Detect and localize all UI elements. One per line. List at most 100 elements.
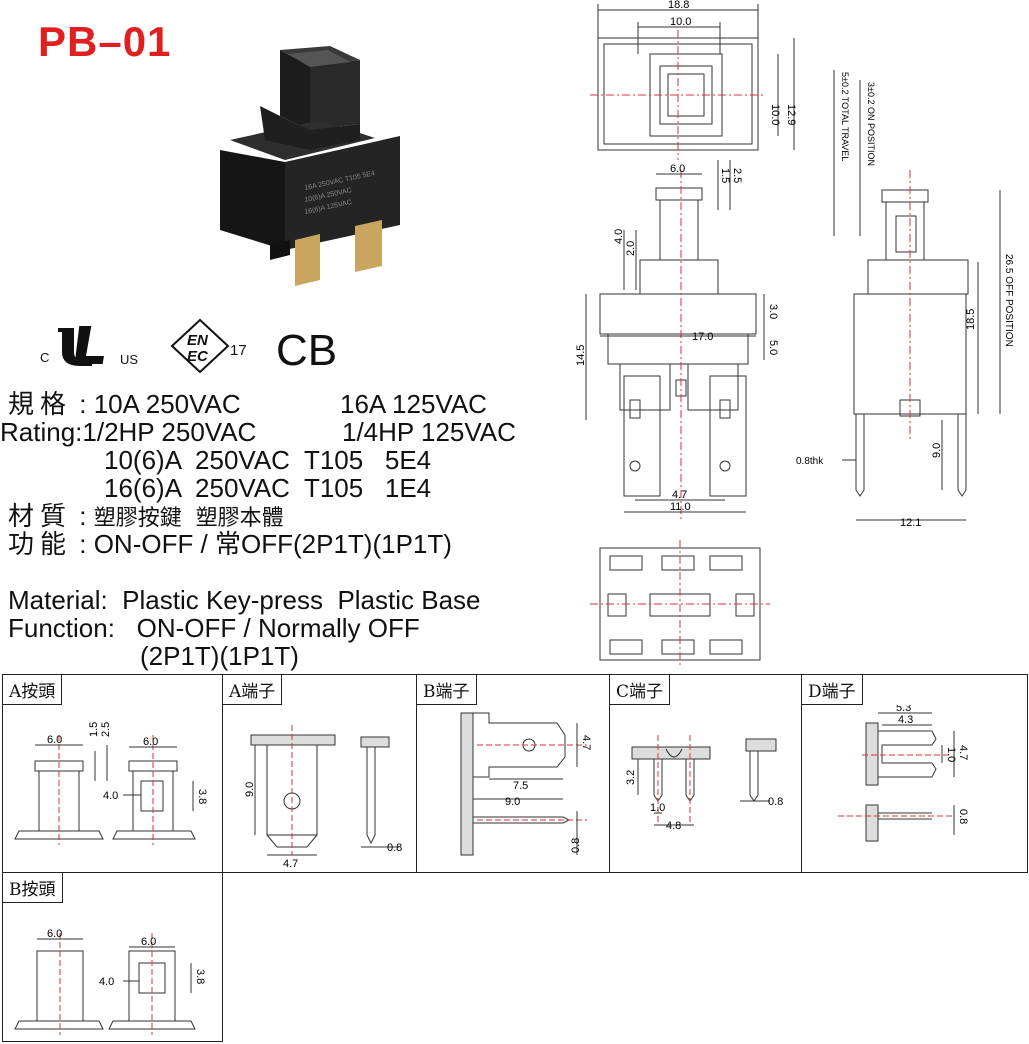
dim-4-0: 4.0 [613,229,625,244]
enec-mark: EN EC 17 [170,318,260,374]
c-terminal-dim-3-2: 3.2 [625,770,637,785]
dim-2-5: 2.5 [731,168,743,183]
cb-mark: CB [276,326,338,375]
function-cn-label: 功能 [8,530,73,560]
rating-en-label: Rating: [0,417,83,447]
rating-row-2: Rating:1/2HP 250VAC [0,418,256,446]
rating-16a: 16A 125VAC [340,389,487,419]
dim-9-0: 9.0 [931,443,943,458]
a-button-dim-2-5: 2.5 [100,722,112,737]
function-cn-row: 功能 : ON-OFF / 常OFF(2P1T)(1P1T) [8,529,452,560]
rating-half-hp: 1/2HP 250VAC [82,417,257,447]
a-terminal-dim-4-7: 4.7 [283,858,298,870]
panel-b-button-label: B按頭 [3,873,63,903]
svg-text:EC: EC [187,348,209,365]
c-terminal-dim-4-8: 4.8 [666,820,681,832]
c-terminal-dim-0-8: 0.8 [768,796,783,808]
dim-6-0: 6.0 [670,163,685,175]
rating-10a: 10A 250VAC [93,389,241,419]
b-terminal-dim-9-0: 9.0 [505,796,520,808]
panel-a-button: A按頭 6.0 1.5 2.5 6.0 4.0 3.8 [2,674,223,873]
enec-number: 17 [230,342,247,359]
ul-logo-icon [58,326,105,366]
a-terminal-dim-9-0: 9.0 [244,782,256,797]
rating-cn-label: 規格 [8,390,73,420]
b-button-dim-6-b: 6.0 [141,936,156,948]
function-cn-value: ON-OFF / 常OFF(2P1T)(1P1T) [93,529,452,559]
b-terminal-drawing: 4.7 7.5 9.0 0.8 [460,712,592,856]
switch-photo: 16A 250VAC T105 5E4 10(6)A 250VAC 16(6)A… [220,46,400,286]
b-button-dim-3-8: 3.8 [194,969,206,984]
a-button-dim-4-0: 4.0 [103,790,118,802]
d-terminal-drawing: 5.3 4.3 1.0 4.7 0.8 [838,705,969,842]
d-terminal-dim-4-3: 4.3 [898,714,913,726]
dim-1-5: 1.5 [719,168,731,183]
function-en-label: Function: [8,613,115,643]
dim-3-0: 3.0 [767,304,779,319]
panel-b-terminal-label: B端子 [417,675,477,705]
a-button-dim-6-a: 6.0 [47,734,62,746]
d-terminal-dim-0-8: 0.8 [957,809,969,824]
rating-quarter-hp: 1/4HP 125VAC [342,417,516,447]
dim-2-0: 2.0 [625,241,637,256]
d-terminal-dim-5-3: 5.3 [896,705,911,714]
b-button-drawing: 6.0 6.0 4.0 3.8 [14,928,206,1035]
svg-text:EN: EN [187,332,209,349]
a-terminal-drawing: 9.0 4.7 0.8 [244,725,402,870]
dim-10-0-side: 10.0 [769,104,781,125]
panel-a-button-label: A按頭 [3,675,63,705]
dim-12-1: 12.1 [900,517,921,529]
dim-14-5: 14.5 [575,345,587,366]
c-terminal-dim-1-0: 1.0 [650,802,665,814]
material-en-value: Plastic Key-press Plastic Base [122,585,481,615]
a-button-dim-3-8: 3.8 [196,789,208,804]
material-cn-value: 塑膠按鍵 塑膠本體 [93,506,284,531]
enec-logo-icon: EN EC [170,318,230,374]
a-button-drawing: 6.0 1.5 2.5 6.0 4.0 3.8 [14,722,208,845]
panel-d-terminal: D端子 5.3 4.3 1.0 4.7 0.8 [801,674,1028,873]
dim-10-0-top: 10.0 [670,16,691,28]
b-button-dim-4-0: 4.0 [99,976,114,988]
on-position-label: 3±0.2 ON POSITION [866,82,876,166]
c-terminal-drawing: 3.2 1.0 4.8 0.8 [625,735,783,832]
rating-line-4: 16(6)A 250VAC T105 1E4 [104,473,432,503]
rating-line-3: 10(6)A 250VAC T105 5E4 [104,445,432,475]
dim-12-9: 12.9 [785,104,797,125]
function-en-value: ON-OFF / Normally OFF [136,613,420,643]
b-button-dim-6-a: 6.0 [47,928,62,940]
material-en-row: Material: Plastic Key-press Plastic Base [8,586,481,614]
material-cn-row: 材質 : 塑膠按鍵 塑膠本體 [8,501,284,532]
switch-illustration: 16A 250VAC T105 5E4 10(6)A 250VAC 16(6)A… [220,46,400,286]
main-drawing: 18.8 10.0 10.0 12.9 6.0 1.5 2.5 4.0 2.0 … [575,0,1014,668]
material-en-label: Material: [8,585,108,615]
dim-0-8-thk: 0.8thk [796,456,824,467]
material-cn-label: 材質 [8,502,73,532]
function-en-value-2: (2P1T)(1P1T) [140,641,299,671]
panel-c-terminal-label: C端子 [610,675,671,705]
off-position-label: 26.5 OFF POSITION [1003,254,1014,347]
ul-us-label: US [120,352,139,367]
a-terminal-dim-0-8: 0.8 [387,842,402,854]
b-terminal-dim-0-8: 0.8 [570,838,582,853]
panel-b-terminal: B端子 4.7 7.5 9.0 0.8 [416,674,610,873]
b-terminal-dim-4-7: 4.7 [580,735,592,750]
dim-5-0: 5.0 [767,340,779,355]
d-terminal-dim-4-7: 4.7 [957,745,969,760]
function-en-row: Function: ON-OFF / Normally OFF [8,614,420,642]
a-button-dim-1-5: 1.5 [88,722,100,737]
b-terminal-dim-7-5: 7.5 [513,780,528,792]
d-terminal-dim-1-0: 1.0 [945,747,957,762]
dim-18-5: 18.5 [965,309,977,330]
panel-a-terminal: A端子 9.0 4.7 0.8 [222,674,417,873]
dim-17-0: 17.0 [692,331,713,343]
panel-a-terminal-label: A端子 [223,675,283,705]
panel-c-terminal: C端子 3.2 1.0 4.8 0.8 [609,674,802,873]
panel-b-button: B按頭 6.0 6.0 4.0 3.8 [2,872,223,1042]
total-travel-label: 5±0.2 TOTAL TRAVEL [840,72,850,161]
a-button-dim-6-b: 6.0 [143,736,158,748]
dim-18-8: 18.8 [668,0,689,11]
ul-mark: C US [40,322,160,372]
product-title: PB–01 [38,18,172,65]
rating-row-1: 規格 : 10A 250VAC [8,389,241,420]
dim-4-7: 4.7 [672,489,687,501]
